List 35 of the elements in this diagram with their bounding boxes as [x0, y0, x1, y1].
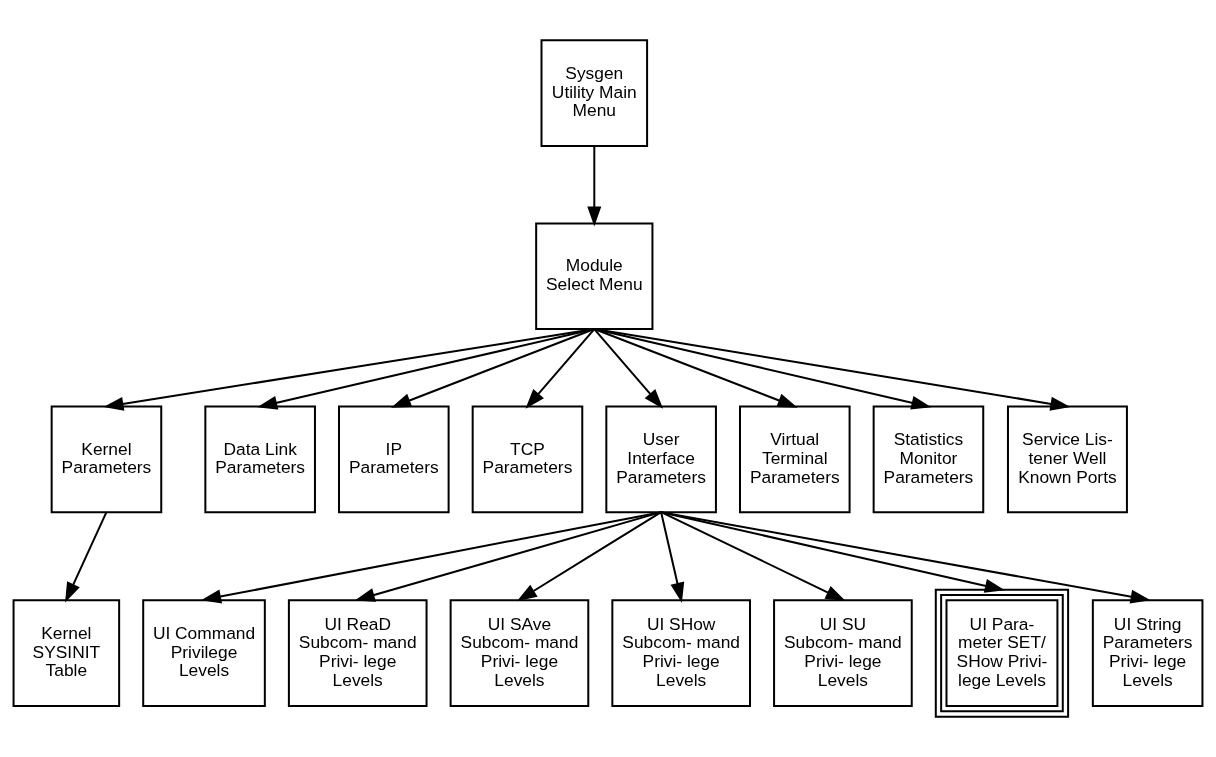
- arrow: [660, 511, 1005, 593]
- node-box: Statistics Monitor Parameters: [872, 405, 985, 514]
- arrow: [593, 328, 798, 408]
- arrow: [391, 328, 596, 408]
- arrow: [516, 511, 663, 602]
- node-box: Virtual Terminal Parameters: [739, 405, 851, 514]
- node-box: Sysgen Utility Main Menu: [540, 39, 649, 147]
- node-box: Module Select Menu: [535, 222, 654, 331]
- node-box: Data Link Parameters: [204, 405, 316, 514]
- arrow: [593, 328, 932, 410]
- node-box: UI SU Subcom- mand Privi- lege Levels: [773, 599, 913, 707]
- arrow: [660, 511, 1151, 604]
- arrow: [103, 328, 596, 411]
- arrow: [257, 328, 596, 410]
- arrow: [525, 328, 596, 409]
- arrow: [660, 511, 685, 603]
- node-box: Kernel SYSINIT Table: [12, 599, 121, 707]
- arrow: [354, 511, 663, 602]
- node-box: Kernel Parameters: [50, 405, 163, 514]
- node-box: UI SHow Subcom- mand Privi- lege Levels: [611, 599, 751, 707]
- node-box: TCP Parameters: [471, 405, 584, 514]
- node-box: UI String Parameters Privi- lege Levels: [1091, 599, 1204, 707]
- arrow: [201, 511, 663, 604]
- node-box: UI SAve Subcom- mand Privi- lege Levels: [449, 599, 590, 707]
- node-box: Service Lis- tener Well Known Ports: [1006, 405, 1128, 514]
- arrow: [65, 511, 108, 603]
- arrow: [660, 511, 846, 601]
- node-box: IP Parameters: [338, 405, 450, 514]
- node-box: UI Para- meter SET/ SHow Privi- lege Levels: [934, 588, 1070, 718]
- node-box: User Interface Parameters: [605, 405, 717, 514]
- arrow: [587, 144, 602, 227]
- arrow: [593, 328, 1071, 411]
- arrow: [593, 328, 664, 409]
- node-box: UI ReaD Subcom- mand Privi- lege Levels: [287, 599, 428, 707]
- node-box: UI Command Privilege Levels: [142, 599, 266, 707]
